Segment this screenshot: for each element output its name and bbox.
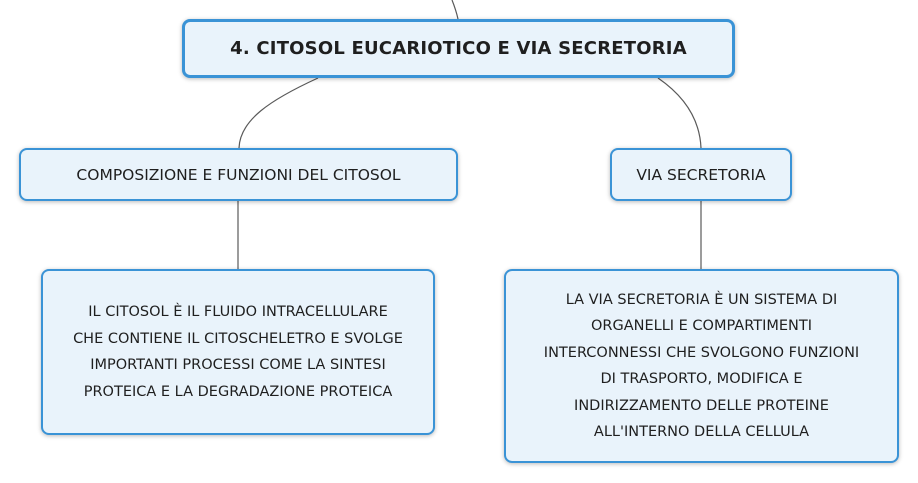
text-line: INTERCONNESSI CHE SVOLGONO FUNZIONI	[543, 344, 860, 361]
text-line: DI TRASPORTO, MODIFICA E	[600, 371, 803, 387]
subtopic-text: LA VIA SECRETORIA È UN SISTEMA DI ORGANE…	[544, 287, 859, 446]
text-line: IMPORTANTI PROCESSI COME LA SINTESI	[90, 357, 386, 373]
root-topic-label: 4. CITOSOL EUCARIOTICO E VIA SECRETORIA	[230, 38, 687, 59]
connector-root-to-secretoria	[657, 77, 702, 149]
subtopic-via-secretoria-description[interactable]: LA VIA SECRETORIA È UN SISTEMA DI ORGANE…	[504, 269, 899, 463]
subtopic-citosol-description[interactable]: IL CITOSOL È IL FLUIDO INTRACELLULARE CH…	[41, 269, 435, 435]
topic-composizione-funzioni-citosol[interactable]: COMPOSIZIONE E FUNZIONI DEL CITOSOL	[19, 148, 458, 201]
text-line: IL CITOSOL È IL FLUIDO INTRACELLULARE	[88, 304, 388, 320]
text-line: ORGANELLI E COMPARTIMENTI	[590, 318, 813, 334]
topic-via-secretoria[interactable]: VIA SECRETORIA	[610, 148, 792, 201]
connector-parent-to-root	[451, 0, 459, 20]
connector-root-to-citosol	[238, 77, 319, 149]
text-line: LA VIA SECRETORIA È UN SISTEMA DI	[565, 291, 838, 308]
text-line: CHE CONTIENE IL CITOSCHELETRO E SVOLGE	[73, 330, 403, 347]
subtopic-text: IL CITOSOL È IL FLUIDO INTRACELLULARE CH…	[73, 299, 403, 405]
text-line: ALL'INTERNO DELLA CELLULA	[593, 424, 810, 440]
root-topic[interactable]: 4. CITOSOL EUCARIOTICO E VIA SECRETORIA	[182, 19, 735, 78]
text-line: PROTEICA E LA DEGRADAZIONE PROTEICA	[83, 383, 393, 400]
text-line: INDIRIZZAMENTO DELLE PROTEINE	[574, 397, 829, 414]
topic-label: VIA SECRETORIA	[636, 165, 766, 184]
topic-label: COMPOSIZIONE E FUNZIONI DEL CITOSOL	[76, 165, 401, 184]
